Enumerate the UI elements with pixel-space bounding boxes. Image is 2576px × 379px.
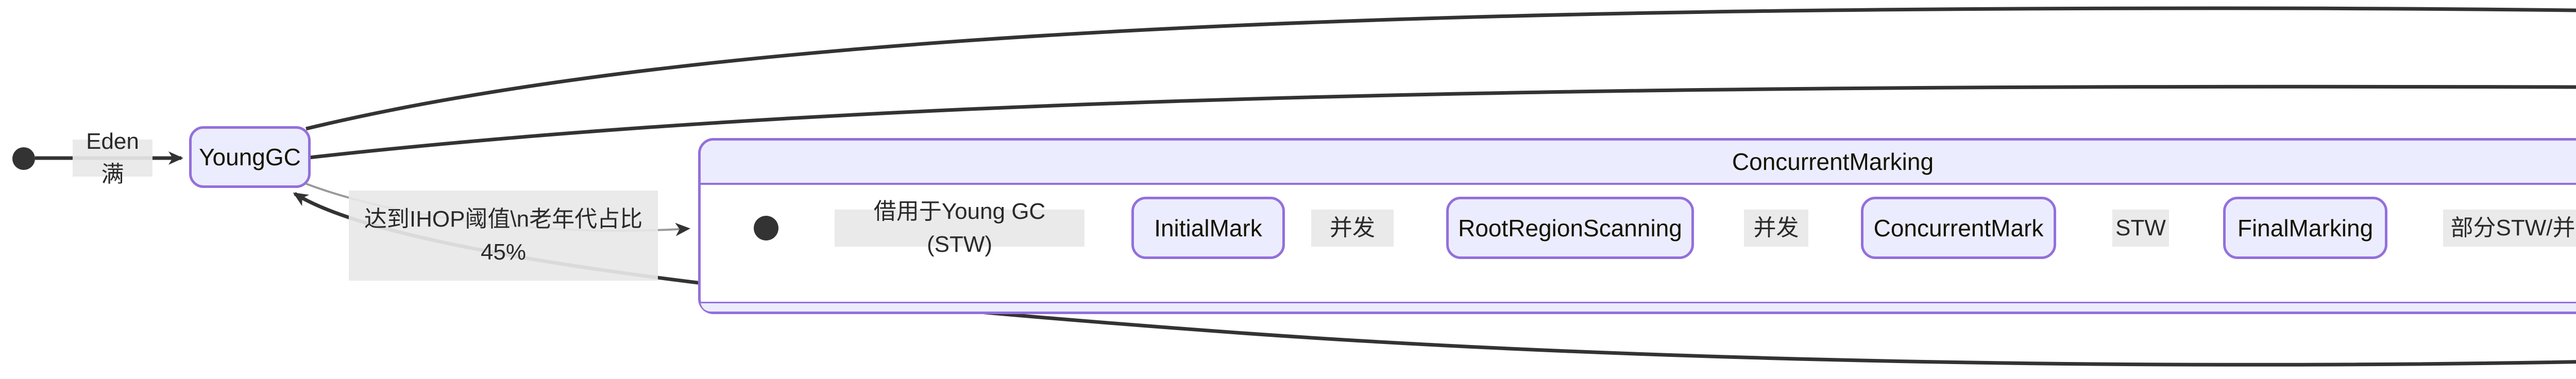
edge-label-ihop-line2: 45% — [480, 239, 527, 265]
node-rootregionscanning-label: RootRegionScanning — [1458, 214, 1682, 242]
edge-label-ihop-line1: 达到IHOP阈值\n老年代占比 — [364, 206, 643, 232]
edge-label-stw: STW — [2112, 210, 2169, 247]
concurrentmarking-title-bar: ConcurrentMarking — [701, 141, 2576, 185]
node-younggc: YoungGC — [189, 126, 311, 188]
edge-label-concurrent-1: 并发 — [1311, 210, 1394, 247]
concurrentmarking-title-label: ConcurrentMarking — [1732, 148, 1934, 175]
edge-label-borrow-young-gc-text: 借用于Young GC (STW) — [873, 199, 1046, 257]
inner-start-state-dot — [754, 216, 778, 240]
node-concurrentmark-label: ConcurrentMark — [1873, 214, 2044, 242]
edge-label-borrow-young-gc: 借用于Young GC (STW) — [835, 199, 1084, 257]
edge-label-ihop: 达到IHOP阈值\n老年代占比 45% — [349, 191, 658, 281]
edge-younggc-to-final-end — [306, 6, 2576, 131]
node-concurrentmark: ConcurrentMark — [1861, 197, 2056, 259]
node-initialmark-label: InitialMark — [1154, 214, 1262, 242]
node-finalmarking: FinalMarking — [2223, 197, 2387, 259]
edge-label-concurrent-2: 并发 — [1744, 210, 1808, 247]
edge-label-eden-full: Eden满 — [73, 129, 152, 187]
edge-label-partial-stw: 部分STW/并发 — [2443, 210, 2576, 247]
edge-label-eden-full-text: Eden满 — [86, 129, 139, 187]
node-finalmarking-label: FinalMarking — [2237, 214, 2374, 242]
concurrentmarking-footer-band — [701, 302, 2576, 312]
edge-younggc-to-fullgc — [309, 84, 2576, 160]
node-younggc-label: YoungGC — [199, 144, 301, 170]
edge-label-concurrent-1-text: 并发 — [1330, 215, 1375, 241]
start-state-dot — [12, 147, 35, 170]
edge-label-stw-text: STW — [2115, 215, 2166, 241]
edge-label-partial-stw-text: 部分STW/并发 — [2450, 215, 2576, 241]
node-rootregionscanning: RootRegionScanning — [1446, 197, 1694, 259]
node-initialmark: InitialMark — [1131, 197, 1285, 259]
edge-label-concurrent-2-text: 并发 — [1753, 215, 1799, 241]
